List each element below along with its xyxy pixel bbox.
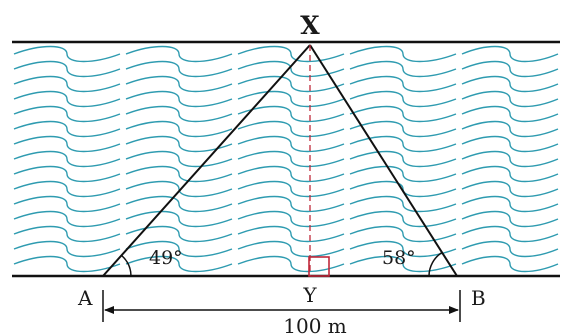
right-angle-mark [308, 256, 330, 277]
water-wave [125, 255, 233, 273]
water-wave [237, 120, 345, 138]
distance-label: 100 m [283, 314, 347, 336]
angle-arc-a [120, 254, 132, 277]
water-wave [349, 60, 457, 78]
side-ax [102, 44, 311, 277]
water-wave [237, 60, 345, 78]
distance-label-bg [272, 314, 358, 336]
water-wave [13, 135, 121, 153]
water-wave [125, 195, 233, 213]
water-wave [125, 45, 233, 63]
water-wave [461, 60, 559, 78]
water-wave [349, 105, 457, 123]
water-wave [13, 225, 121, 243]
water-wave [125, 120, 233, 138]
water-wave [349, 75, 457, 93]
water-wave [13, 120, 121, 138]
point-a-label: A [77, 286, 93, 310]
water-wave [461, 225, 559, 243]
water-wave [237, 210, 345, 228]
water-wave [125, 90, 233, 108]
water-wave [461, 150, 559, 168]
water-wave [349, 135, 457, 153]
water-wave [461, 105, 559, 123]
water-wave [461, 45, 559, 63]
water-wave [13, 165, 121, 183]
water-wave [461, 135, 559, 153]
water-wave [237, 255, 345, 273]
water-wave [125, 150, 233, 168]
left-angle-label: 49° [149, 247, 183, 269]
water-wave [237, 165, 345, 183]
water-wave [349, 165, 457, 183]
water-wave [13, 45, 121, 63]
water-wave [349, 120, 457, 138]
point-x-label: X [300, 11, 320, 40]
water-wave [349, 210, 457, 228]
angle-arc-b [428, 251, 443, 277]
water-wave [13, 60, 121, 78]
water-wave [237, 195, 345, 213]
water-wave [13, 90, 121, 108]
water-wave [125, 210, 233, 228]
water-wave [461, 255, 559, 273]
water-wave [349, 255, 457, 273]
side-bx [309, 44, 458, 277]
water-wave [13, 180, 121, 198]
water-wave [237, 90, 345, 108]
water-wave [349, 240, 457, 258]
water-wave [125, 75, 233, 93]
water-wave [461, 75, 559, 93]
water-wave [237, 75, 345, 93]
point-b-label: B [471, 286, 486, 310]
water-wave [461, 210, 559, 228]
water-wave [13, 150, 121, 168]
water-wave [125, 105, 233, 123]
water-wave [125, 240, 233, 258]
water-wave [349, 45, 457, 63]
water-wave [237, 180, 345, 198]
water-wave [13, 75, 121, 93]
water-wave [13, 105, 121, 123]
water-wave [461, 120, 559, 138]
water-wave [237, 225, 345, 243]
water-wave [13, 255, 121, 273]
water-wave [349, 150, 457, 168]
water-wave [125, 225, 233, 243]
water-wave [13, 195, 121, 213]
water-wave [461, 90, 559, 108]
water-wave [461, 180, 559, 198]
water-wave [237, 105, 345, 123]
water-wave [349, 90, 457, 108]
water-wave [461, 240, 559, 258]
water-wave [125, 60, 233, 78]
river-water-waves [13, 45, 559, 273]
water-wave [237, 150, 345, 168]
water-wave [461, 195, 559, 213]
water-wave [13, 210, 121, 228]
water-wave [125, 165, 233, 183]
water-wave [349, 180, 457, 198]
water-wave [237, 45, 345, 63]
water-wave [237, 135, 345, 153]
water-wave [349, 225, 457, 243]
water-wave [13, 240, 121, 258]
water-wave [237, 240, 345, 258]
right-angle-label: 58° [382, 247, 416, 269]
water-wave [125, 180, 233, 198]
water-wave [461, 165, 559, 183]
point-y-label: Y [302, 283, 317, 307]
water-wave [125, 135, 233, 153]
water-wave [349, 195, 457, 213]
